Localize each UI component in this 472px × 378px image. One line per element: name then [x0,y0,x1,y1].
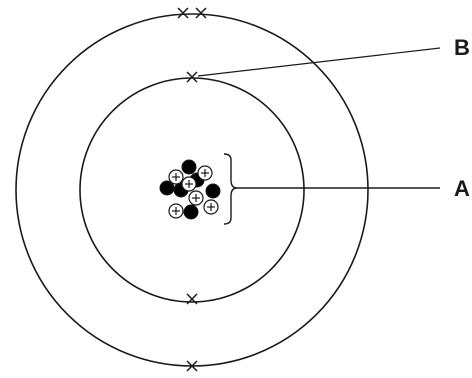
label-b: B [454,35,470,60]
proton-6 [182,177,196,191]
proton-1 [169,170,183,184]
leader-line-b [198,48,440,76]
electron-inner-1 [187,72,197,82]
neutron-4 [206,184,220,198]
electron-outer-1 [178,8,188,18]
nucleus [160,160,220,219]
proton-4 [169,204,183,218]
electron-outer-2 [196,8,206,18]
proton-3 [189,191,203,205]
neutron-5 [184,205,198,219]
proton-5 [204,200,218,214]
nucleus-bracket [224,154,237,224]
proton-2 [198,166,212,180]
neutron-1 [182,160,196,174]
label-a: A [454,176,470,201]
